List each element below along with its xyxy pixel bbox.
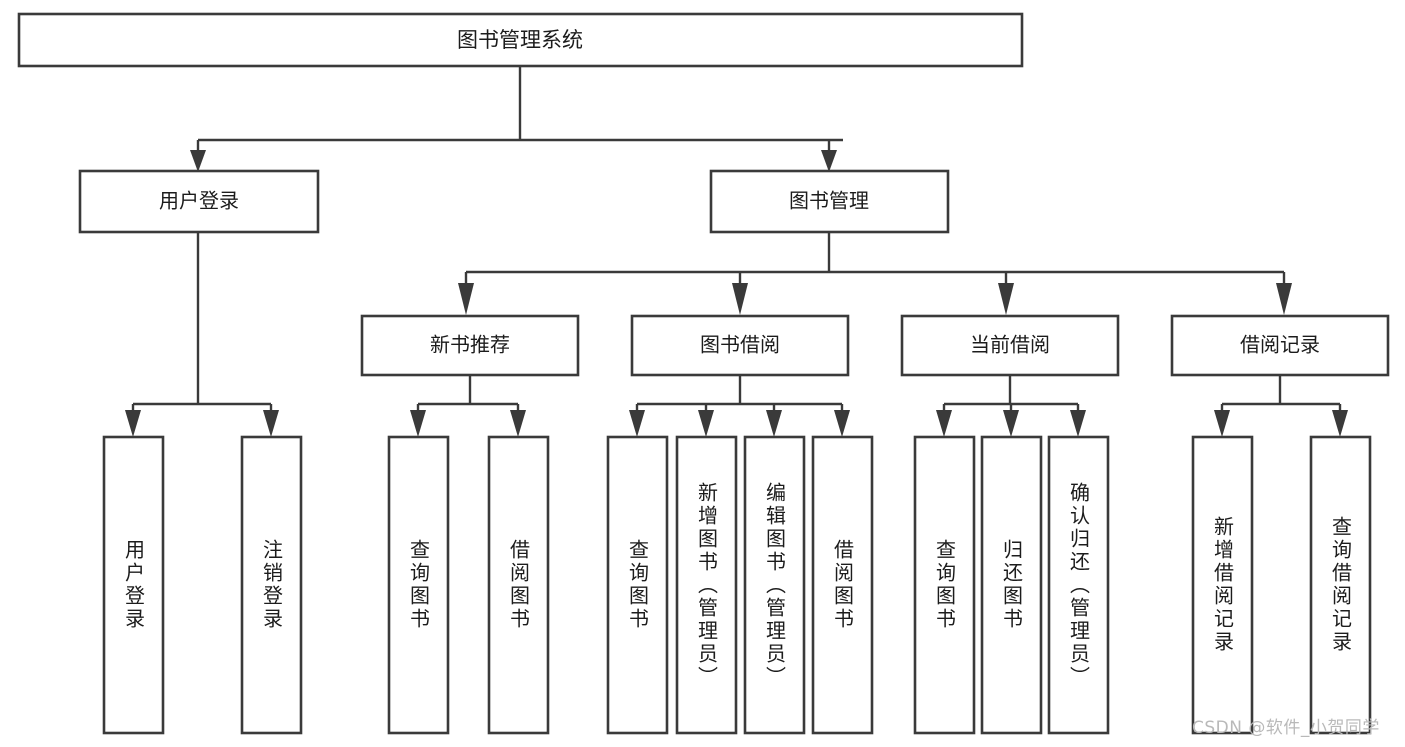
leaf-node[interactable] — [980, 435, 1043, 735]
node-book-borrow[interactable]: 图书借阅 — [630, 314, 850, 377]
leaf-node[interactable] — [606, 435, 669, 735]
leaf-node[interactable] — [743, 435, 806, 735]
leaf-node[interactable] — [811, 435, 874, 735]
leaf-node[interactable] — [1047, 435, 1110, 735]
leaf-node[interactable] — [913, 435, 976, 735]
node-book-management-label: 图书管理 — [789, 189, 869, 213]
node-user-login-label: 用户登录 — [159, 189, 239, 213]
leaf-node[interactable] — [675, 435, 738, 735]
node-root-label: 图书管理系统 — [457, 28, 583, 52]
leaf-node[interactable] — [1191, 435, 1254, 735]
node-new-book-recommend[interactable]: 新书推荐 — [360, 314, 580, 377]
node-book-borrow-label: 图书借阅 — [700, 333, 780, 357]
leaf-node[interactable] — [102, 435, 165, 735]
node-user-login[interactable]: 用户登录 — [78, 169, 320, 234]
leaf-node[interactable] — [487, 435, 550, 735]
node-borrow-record-label: 借阅记录 — [1240, 333, 1320, 357]
edge-root-to-level2 — [190, 66, 843, 172]
edge-userlogin-to-leaves — [125, 232, 279, 437]
node-book-management[interactable]: 图书管理 — [709, 169, 950, 234]
node-borrow-record[interactable]: 借阅记录 — [1170, 314, 1390, 377]
node-root[interactable]: 图书管理系统 — [17, 12, 1024, 68]
arrow-head-icon — [821, 150, 837, 172]
edge-bookborrow-to-leaves — [629, 375, 850, 437]
csdn-watermark: CSDN @软件_小贺同学 — [1192, 718, 1380, 738]
edge-borrowrecord-to-leaves — [1214, 375, 1348, 437]
arrow-head-icon — [190, 150, 206, 172]
node-new-book-recommend-label: 新书推荐 — [430, 333, 510, 357]
edge-currentborrow-to-leaves — [936, 375, 1086, 437]
node-current-borrow[interactable]: 当前借阅 — [900, 314, 1120, 377]
leaf-node[interactable] — [1309, 435, 1372, 735]
node-current-borrow-label: 当前借阅 — [970, 333, 1050, 357]
edge-bookmgmt-to-level3 — [458, 232, 1292, 315]
leaf-node[interactable] — [387, 435, 450, 735]
leaf-node[interactable] — [240, 435, 303, 735]
edge-newbook-to-leaves — [410, 375, 526, 437]
